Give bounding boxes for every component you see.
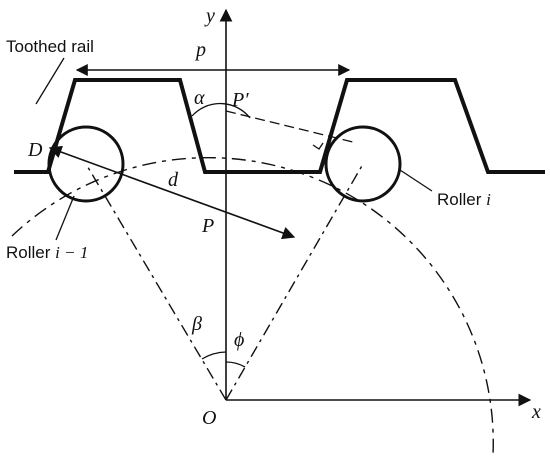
beta-angle-arc [201, 351, 227, 360]
distance-vector [48, 145, 296, 240]
alpha-label: α [194, 87, 205, 109]
toothed-rail-label: Toothed rail [6, 37, 94, 56]
beta-label: β [191, 313, 202, 335]
roller-i-leader-line [399, 169, 433, 192]
y-axis-label: y [204, 5, 215, 27]
tangent-line [225, 110, 354, 143]
toothed-rail-profile [14, 78, 545, 174]
rail-leader-line [35, 57, 65, 105]
alpha-angle-arc [191, 102, 251, 119]
distance-label: d [168, 169, 179, 191]
roller-i-label: Roller i [437, 190, 491, 209]
radius-line-i [225, 163, 364, 401]
right-angle-marker [312, 142, 324, 150]
phi-label: ϕ [234, 329, 244, 351]
origin-label: O [202, 407, 216, 429]
p-prime-label: P′ [231, 89, 249, 111]
point-d-label: D [27, 139, 43, 161]
roller-i-circle [324, 125, 402, 203]
phi-angle-arc [225, 361, 246, 368]
roller-prev-label: Roller i − 1 [6, 243, 88, 262]
x-axis-label: x [531, 401, 541, 423]
point-p-label: P [201, 215, 214, 237]
radius-line-prev [85, 163, 227, 401]
pitch-label: p [194, 39, 206, 61]
roller-prev-leader-line [55, 195, 75, 241]
